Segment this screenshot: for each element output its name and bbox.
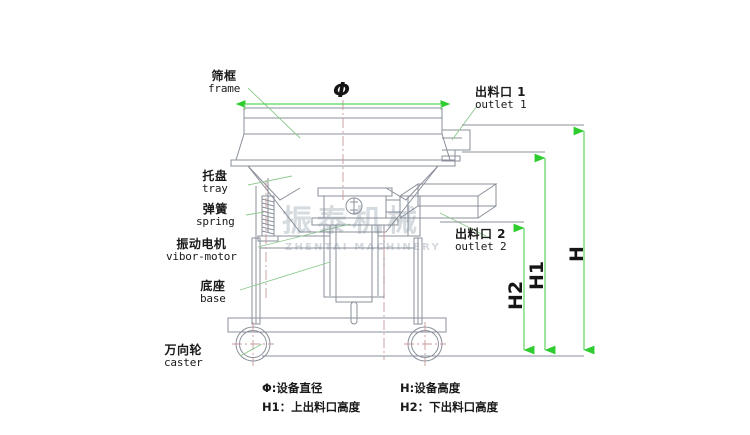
callout-spring-en: spring	[196, 214, 235, 228]
callout-spring-cn: 弹簧	[202, 202, 228, 216]
callout-vibor-motor-en: vibor-motor	[166, 249, 237, 263]
callout-vibor-motor: 振动电机 vibor-motor	[166, 238, 237, 262]
callout-caster: 万向轮 caster	[164, 344, 203, 368]
dimension-diameter-label: Φ	[333, 78, 351, 102]
legend-diameter: Φ:设备直径	[262, 381, 323, 395]
callout-outlet-2-en: outlet 2	[455, 239, 507, 253]
callout-frame: 筛框 frame	[208, 70, 240, 94]
callout-spring: 弹簧 spring	[196, 203, 235, 227]
callout-outlet-2-cn: 出料口 2	[455, 227, 507, 241]
callout-frame-cn: 筛框	[211, 69, 237, 83]
callout-outlet-1-cn: 出料口 1	[475, 85, 527, 99]
callout-tray: 托盘 tray	[202, 170, 228, 194]
callout-frame-en: frame	[208, 81, 241, 95]
callout-base-en: base	[200, 291, 226, 305]
dimension-h2-label: H2	[505, 280, 527, 310]
callout-base-cn: 底座	[200, 279, 226, 293]
callout-tray-en: tray	[202, 181, 228, 195]
callout-outlet-2: 出料口 2 outlet 2	[455, 227, 507, 253]
callout-caster-cn: 万向轮	[164, 343, 203, 357]
dimension-h-label: H	[566, 246, 588, 262]
legend-total-height: H:设备高度	[400, 381, 461, 395]
callout-tray-cn: 托盘	[202, 169, 228, 183]
callout-vibor-motor-cn: 振动电机	[176, 237, 227, 251]
callout-outlet-1-en: outlet 1	[475, 97, 527, 111]
legend-upper-outlet-height: H1：上出料口高度	[262, 400, 361, 414]
legend-lower-outlet-height: H2：下出料口高度	[400, 400, 499, 414]
callout-caster-en: caster	[164, 355, 203, 369]
callout-base: 底座 base	[200, 280, 226, 304]
dimension-h1-label: H1	[526, 260, 548, 290]
callout-outlet-1: 出料口 1 outlet 1	[475, 85, 527, 111]
